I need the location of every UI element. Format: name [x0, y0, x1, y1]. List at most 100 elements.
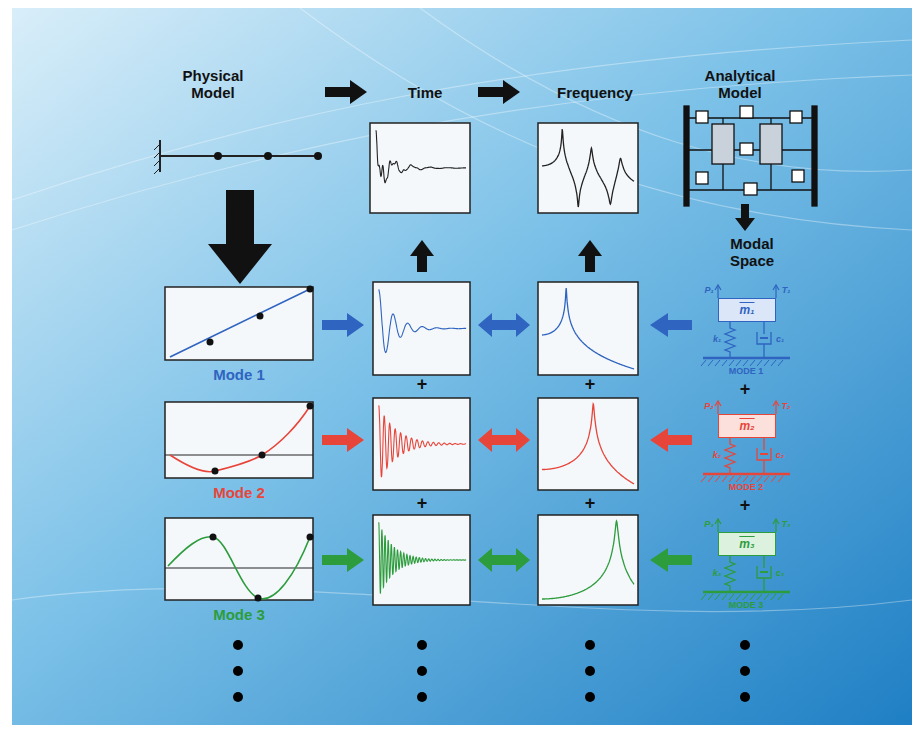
stiffness-label: k₃ — [713, 569, 722, 579]
column-heading: Frequency — [557, 85, 633, 102]
column-heading: Modal Space — [717, 236, 787, 269]
schematic-line — [715, 360, 720, 366]
schematic-line — [757, 360, 762, 366]
stiffness-label: k₁ — [713, 335, 721, 345]
schematic-line — [763, 460, 764, 474]
modal-mass-box: m₁ — [718, 298, 776, 322]
schematic-line — [703, 473, 790, 476]
schematic-line — [736, 594, 741, 600]
schematic-line — [715, 594, 720, 600]
schematic-line — [778, 360, 783, 366]
schematic-line — [703, 591, 790, 594]
schematic-line — [701, 360, 706, 366]
physical-beam — [154, 140, 322, 174]
plus-sign: + — [585, 494, 596, 514]
damper-symbol — [757, 332, 771, 344]
schematic-line — [763, 344, 764, 358]
schematic-line — [701, 594, 706, 600]
modal-mass-box: m₂ — [718, 414, 776, 438]
schematic-line — [760, 453, 768, 455]
force-label: P₃ — [704, 520, 714, 530]
schematic-line — [701, 476, 706, 482]
schematic-line — [722, 360, 727, 366]
damper-symbol — [757, 448, 771, 460]
plus-sign: + — [740, 496, 751, 516]
mode-shape-box: Mode 1 — [165, 287, 313, 360]
mode-shape-box: Mode 3 — [165, 518, 313, 600]
force-arrow — [715, 285, 721, 290]
schematic-line — [717, 286, 718, 298]
schematic-line — [743, 594, 748, 600]
schematic-line — [763, 578, 764, 592]
schematic-line — [764, 594, 769, 600]
schematic-line — [775, 286, 776, 298]
background-panel — [12, 8, 912, 725]
torque-label: T₁ — [782, 286, 791, 296]
column-heading: Analytical Model — [690, 68, 790, 101]
schematic-line — [736, 360, 741, 366]
torque-label: T₃ — [782, 520, 791, 530]
schematic-line — [764, 360, 769, 366]
flow-arrows — [208, 80, 755, 284]
schematic-line — [729, 476, 734, 482]
schematic-line — [750, 476, 755, 482]
mode-title: Mode 2 — [135, 484, 343, 501]
schematic-line — [715, 476, 720, 482]
schematic-line — [743, 476, 748, 482]
torque-label: T₂ — [782, 402, 791, 412]
time-response — [376, 130, 466, 183]
schematic-line — [771, 476, 776, 482]
time-response — [379, 405, 466, 477]
stiffness-label: k₂ — [713, 451, 721, 461]
schematic-line — [708, 594, 713, 600]
schematic-line — [750, 594, 755, 600]
mass-label: m₂ — [739, 419, 754, 433]
schematic-line — [708, 476, 713, 482]
spring-symbol — [725, 322, 735, 358]
plot-frames — [165, 123, 638, 605]
background-swirls — [12, 8, 912, 612]
schematic-line — [722, 476, 727, 482]
time-response — [379, 522, 466, 593]
schematic-line — [703, 357, 790, 360]
force-label: P₂ — [704, 402, 713, 412]
force-arrow — [773, 401, 779, 406]
schematic-line — [750, 360, 755, 366]
plus-sign: + — [417, 494, 428, 514]
spring-symbol — [725, 556, 735, 592]
schematic-line — [775, 520, 776, 532]
frequency-response — [542, 404, 634, 484]
analytical-model — [684, 106, 817, 206]
spring-symbol — [725, 438, 735, 474]
mode-tag: MODE 3 — [729, 601, 764, 611]
force-arrow — [715, 401, 721, 406]
schematic-line — [764, 476, 769, 482]
column-heading: Physical Model — [168, 68, 258, 101]
damping-label: c₁ — [776, 335, 784, 345]
generated-curves — [376, 129, 790, 600]
schematic-line — [708, 360, 713, 366]
damping-label: c₂ — [776, 451, 784, 461]
force-arrow — [715, 519, 721, 524]
plus-sign: + — [740, 380, 751, 400]
schematic-line — [736, 476, 741, 482]
damping-label: c₃ — [776, 569, 785, 579]
time-response — [379, 289, 466, 352]
schematic-line — [763, 556, 764, 568]
mode-shape-dots — [207, 286, 314, 602]
frequency-response — [542, 129, 634, 207]
schematic-line — [771, 360, 776, 366]
schematic-line — [722, 594, 727, 600]
schematic-line — [778, 594, 783, 600]
mode-tag: MODE 2 — [729, 483, 764, 493]
force-arrow — [773, 285, 779, 290]
modal-mass-box: m₃ — [718, 532, 776, 556]
mode-shape-box: Mode 2 — [165, 402, 313, 478]
schematic-line — [778, 476, 783, 482]
force-label: P₁ — [704, 286, 713, 296]
continuation-dots — [233, 640, 750, 702]
schematic-line — [757, 594, 762, 600]
mode-title: Mode 1 — [135, 366, 343, 383]
